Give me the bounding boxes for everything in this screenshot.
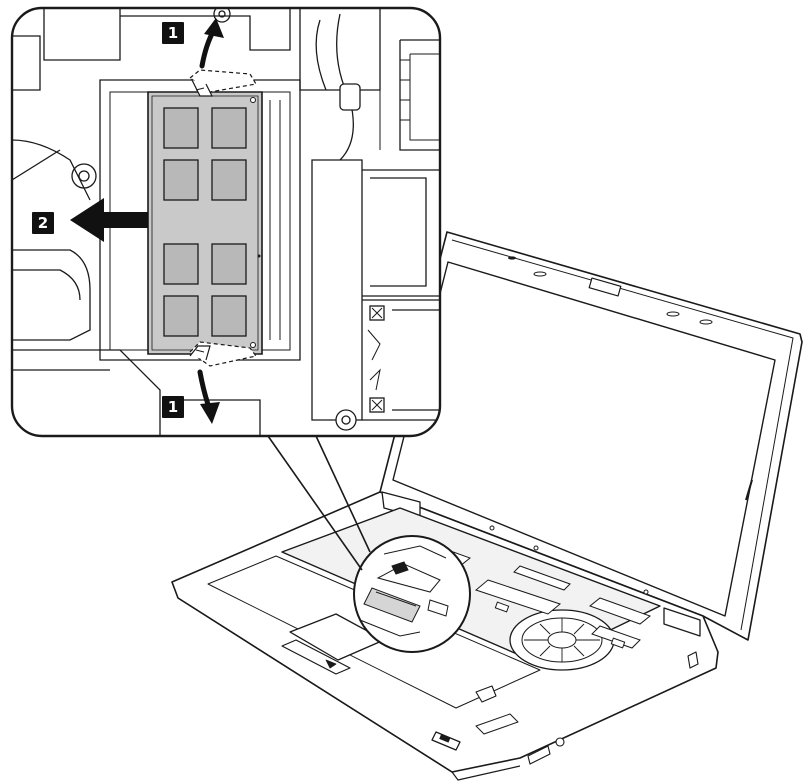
step-1-bottom-callout: 1 xyxy=(162,396,184,418)
magnifier-circle-icon xyxy=(353,535,471,653)
arrow-up-icon xyxy=(199,18,224,69)
memory-module-icon xyxy=(147,91,263,355)
arrow-left-icon xyxy=(70,198,148,242)
step-2-callout: 2 xyxy=(32,212,54,234)
step-1-top-callout: 1 xyxy=(162,22,184,44)
inset-connector-lines xyxy=(267,435,371,571)
detail-inset xyxy=(10,6,442,438)
arrow-down-icon xyxy=(197,369,220,424)
